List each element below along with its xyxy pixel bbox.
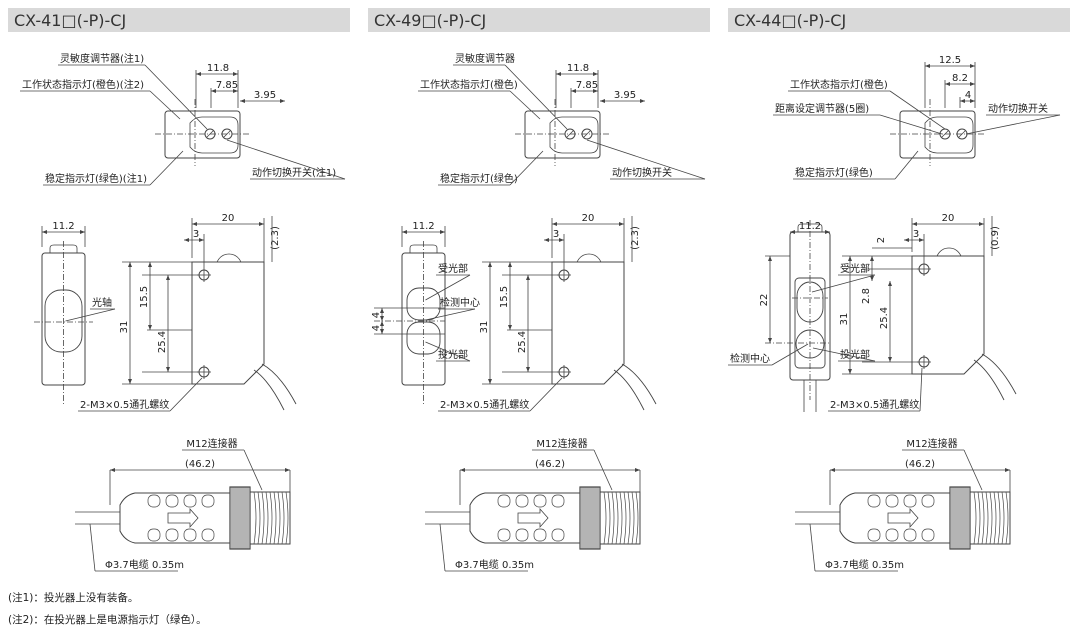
dimension-label: 11.2 [412, 221, 434, 232]
dimension-label: 4 [965, 90, 971, 101]
dimension-label: (46.2) [185, 459, 215, 470]
dimension-label: 11.2 [799, 221, 821, 232]
adjuster-label: 灵敏度调节器 [455, 52, 515, 65]
stability-indicator-label: 稳定指示灯(绿色)(注1) [45, 172, 147, 185]
dimension-label: 11.8 [567, 63, 589, 74]
arrow-icon [167, 507, 199, 529]
dimension-label: 2.8 [861, 288, 872, 304]
top-view: 灵敏度调节器(注1) 工作状态指示灯(橙色)(注2) 稳定指示灯(绿色)(注1) 动作… [20, 52, 346, 186]
adjuster-label: 灵敏度调节器(注1) [60, 52, 144, 65]
dimension-label: 11.2 [52, 221, 74, 232]
mount-hole-label: 2-M3×0.5通孔螺纹 [80, 398, 169, 411]
dimension-label: 3 [913, 229, 919, 240]
dimension-label: 31 [479, 321, 490, 334]
arrow-icon [887, 507, 919, 529]
dimension-label: 7.85 [576, 80, 598, 91]
dimension-label: 12.5 [939, 55, 961, 66]
dimension-label: (46.2) [535, 459, 565, 470]
title-bar [368, 8, 710, 32]
dimension-label: 4 [371, 312, 382, 318]
dimension-label: 20 [582, 213, 595, 224]
mode-switch-label: 动作切换开关 [612, 166, 672, 179]
cable-label: Φ3.7电缆 0.35m [825, 558, 904, 571]
dimension-label: 3.95 [254, 90, 276, 101]
dimension-label: 3 [193, 229, 199, 240]
operation-indicator-label: 工作状态指示灯(橙色) [790, 78, 888, 91]
front-view: 11.2 光轴 [34, 221, 116, 405]
connector-view: (46.2) M12连接器 Φ3.7电缆 0.35m [425, 437, 641, 572]
model-title: CX-41□(-P)-CJ [14, 11, 126, 30]
emitter-label: 投光部 [438, 348, 468, 361]
dimension-label: (0.9) [990, 226, 1001, 250]
dimension-label: 3 [553, 229, 559, 240]
dimension-label: 20 [222, 213, 235, 224]
receiver-label: 受光部 [840, 262, 870, 275]
note-1: (注1)：投光器上没有装备。 [8, 592, 139, 604]
connector-label: M12连接器 [536, 437, 587, 450]
detection-center-label: 检测中心 [730, 352, 770, 365]
cable-label: Φ3.7电缆 0.35m [105, 558, 184, 571]
optical-axis-label: 光轴 [92, 296, 112, 309]
mode-switch-label: 动作切换开关 [988, 102, 1048, 115]
cable-label: Φ3.7电缆 0.35m [455, 558, 534, 571]
title-bar [728, 8, 1070, 32]
dimension-label: (46.2) [905, 459, 935, 470]
dimension-label: 15.5 [139, 286, 150, 308]
mount-hole-label: 2-M3×0.5通孔螺纹 [440, 398, 529, 411]
connector-label: M12连接器 [906, 437, 957, 450]
panel-cx44pcj: CX-44□(-P)-CJ 工作状态指示灯(橙色) 距离设定调节器(5圈) 稳定指示灯… [728, 8, 1070, 572]
dimension-label: 11.8 [207, 63, 229, 74]
note-2: (注2)：在投光器上是电源指示灯（绿色）。 [8, 614, 207, 626]
receiver-label: 受光部 [438, 262, 468, 275]
side-view: 20 3 (2.3) 31 15.5 25.4 2-M3×0.5通孔螺纹 [78, 213, 297, 412]
dimension-label: 15.5 [499, 286, 510, 308]
connector-view: (46.2) M12连接器 Φ3.7电缆 0.35m [795, 437, 1011, 572]
mode-switch-label: 动作切换开关(注1) [252, 166, 336, 179]
dimension-label: (2.3) [270, 226, 281, 250]
dimension-label: (2.3) [630, 226, 641, 250]
operation-indicator-label: 工作状态指示灯(橙色)(注2) [22, 78, 144, 91]
dimension-label: 22 [759, 294, 770, 307]
dimension-label: 25.4 [879, 307, 890, 329]
side-view: 20 3 (0.9) 31 2 2.8 25.4 2-M3×0.5通孔螺纹 [828, 213, 1017, 412]
dimension-label: 7.85 [216, 80, 238, 91]
arrow-icon [517, 507, 549, 529]
dimension-label: 4 [371, 325, 382, 331]
model-title: CX-49□(-P)-CJ [374, 11, 486, 30]
mount-hole-label: 2-M3×0.5通孔螺纹 [830, 398, 919, 411]
dimension-label: 31 [839, 313, 850, 326]
emitter-label: 投光部 [840, 348, 870, 361]
dimension-label: 8.2 [952, 73, 968, 84]
stability-indicator-label: 稳定指示灯(绿色) [440, 172, 518, 185]
operation-indicator-label: 工作状态指示灯(橙色) [420, 78, 518, 91]
dimension-label: 20 [942, 213, 955, 224]
dimension-label: 25.4 [517, 331, 528, 353]
dimension-label: 25.4 [157, 331, 168, 353]
stability-indicator-label: 稳定指示灯(绿色) [795, 166, 873, 179]
dimension-label: 3.95 [614, 90, 636, 101]
dimension-label: 31 [119, 321, 130, 334]
title-bar [8, 8, 350, 32]
panel-cx41pcj: CX-41□(-P)-CJ 灵敏度调节器(注1) 工作状态指示灯(橙色)(注2) 稳定… [8, 8, 350, 572]
connector-view: (46.2) M12连接器 Φ3.7电缆 0.35m [75, 437, 291, 572]
dimension-label: 2 [876, 237, 887, 243]
model-title: CX-44□(-P)-CJ [734, 11, 846, 30]
distance-adjuster-label: 距离设定调节器(5圈) [775, 102, 869, 115]
top-view: 工作状态指示灯(橙色) 距离设定调节器(5圈) 稳定指示灯(绿色) 动作切换开关 12.… [773, 55, 1061, 180]
detection-center-label: 检测中心 [440, 296, 480, 309]
side-view: 20 3 (2.3) 31 15.5 25.4 2-M3×0.5通孔螺纹 [438, 213, 657, 412]
connector-label: M12连接器 [186, 437, 237, 450]
